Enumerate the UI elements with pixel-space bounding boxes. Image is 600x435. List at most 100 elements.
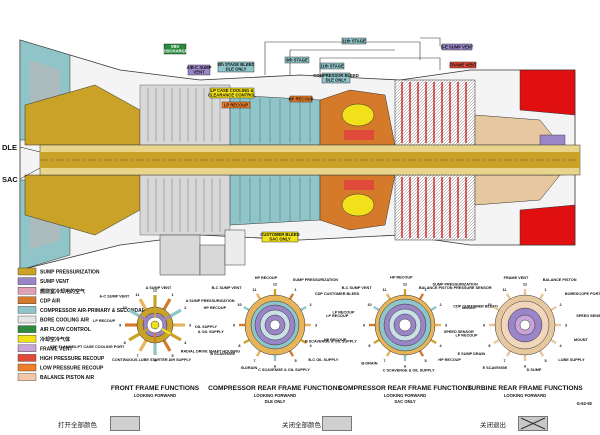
- frame-clock-number: 9: [363, 324, 365, 328]
- frame-clock-number: 5: [294, 359, 296, 363]
- callout-frame-vent: FRAME VENT: [449, 61, 477, 69]
- frame-function-label: B-DRAIN: [361, 362, 377, 366]
- frame-strut: [169, 332, 182, 342]
- frame-clock-number: 2: [559, 303, 561, 307]
- frame-clock-number: 3: [189, 324, 191, 328]
- legend-item: 冷却空冷气体: [17, 335, 71, 343]
- frame-clock-number: 4: [184, 341, 187, 345]
- frame-function-label: E SUMP DRAIN: [458, 352, 486, 356]
- frame-clock-number: 10: [487, 303, 491, 307]
- frame-subtitle: LOOKING FORWARD: [384, 393, 426, 398]
- callout-de-sump-vent-text: D-E SUMP VENT: [441, 45, 474, 50]
- figure-id: G-62-92: [577, 401, 593, 406]
- frame-function-label: OIL SUPPLY: [195, 325, 218, 329]
- frame-clock-number: 11: [382, 288, 386, 292]
- legend-swatch: [17, 344, 37, 352]
- legend-swatch: [17, 325, 37, 333]
- frame-clock-number: 9: [119, 324, 121, 328]
- open-all-colors-button[interactable]: [110, 416, 140, 431]
- legend-item: COMPRESSOR AIR-PRIMARY & SECONDARY: [17, 306, 149, 314]
- frame-strut: [373, 305, 380, 312]
- frame-clock-number: 6: [274, 365, 276, 369]
- close-all-colors-button[interactable]: [322, 416, 352, 431]
- legend-swatch: [17, 363, 37, 372]
- callout-8th-stage-text: 8th STAGE: [286, 58, 308, 63]
- frame-ring: [269, 319, 281, 331]
- frame-clock-number: 6: [154, 359, 156, 363]
- frame-function-label: B SCAVENGE & OIL SUPPLY: [305, 340, 357, 344]
- frame-clock-number: 3: [315, 324, 317, 328]
- frame-subtitle: LOOKING FORWARD: [134, 393, 176, 398]
- frame-strut: [418, 350, 425, 357]
- frame-clock-number: 3: [565, 324, 567, 328]
- frame-clock-number: 10: [367, 303, 371, 307]
- frame-function-label: C SCAVENGE & OIL SUPPLY: [258, 368, 310, 372]
- callout-hp-recoup: HP RECOUP: [289, 95, 314, 103]
- frame-strut: [385, 350, 392, 357]
- frame-clock-number: 8: [238, 344, 240, 348]
- frame-strut: [550, 305, 557, 312]
- frame-title: COMPRESSOR REAR FRAME FUNCTIONS: [338, 385, 472, 392]
- frame-strut: [385, 293, 392, 300]
- frame-clock-number: 11: [135, 293, 139, 297]
- legend-swatch: [17, 277, 37, 285]
- frame-function-label: CDP CUSTOMER BLEED: [315, 292, 360, 296]
- frame-strut: [300, 338, 307, 345]
- frame-function-label: A SUMP PRESSURIZATION: [186, 299, 235, 303]
- legend-item: FRAME VENT: [17, 344, 73, 352]
- frame-title: FRONT FRAME FUNCTIONS: [111, 385, 200, 392]
- frame-title: COMPRESSOR REAR FRAME FUNCTIONS: [208, 385, 342, 392]
- frame-title: TURBINE REAR FRAME FUNCTIONS: [467, 385, 583, 392]
- legend-item: LOW PRESSURE RECOUP: [17, 363, 104, 372]
- frame-function-label: HP RECOUP: [438, 358, 461, 362]
- frame-strut: [255, 293, 262, 300]
- frame-strut: [538, 293, 545, 300]
- frame-function-label: D SUMP: [527, 368, 542, 372]
- frame-strut: [505, 350, 512, 357]
- frame-clock-number: 1: [424, 288, 426, 292]
- frame-function-label: FRAME VENT: [504, 276, 529, 280]
- frame-strut: [493, 338, 500, 345]
- frame-spoke: [138, 315, 149, 322]
- frame-clock-number: 12: [403, 283, 407, 287]
- frame-strut: [493, 305, 500, 312]
- frame-clock-number: 7: [383, 359, 385, 363]
- callout-de-sump-vent: D-E SUMP VENT: [441, 43, 474, 51]
- frame-clock-number: 5: [544, 359, 546, 363]
- frame-spoke: [138, 328, 149, 335]
- frame-clock-number: 7: [136, 354, 138, 358]
- frame-function-label: LP RECOUP: [326, 314, 349, 318]
- callout-11th-stage-top-text: 11th STAGE: [342, 39, 366, 44]
- frame-function-label: BORESCOPE PORT: [565, 292, 600, 296]
- frame-strut: [538, 350, 545, 357]
- frame-function-label: HP RECOUP: [204, 306, 227, 310]
- legend-label: FRAME VENT: [40, 346, 73, 352]
- legend-label: SUMP VENT: [40, 279, 69, 285]
- frame-function-label: SPEED SENSOR: [444, 330, 474, 334]
- frame-function-label: A-C SUMP VENT: [99, 294, 130, 298]
- frame-function-label: CONTINUOUS LUBE STARTER AIR SUPPLY: [112, 358, 191, 362]
- frame-strut: [138, 339, 148, 352]
- callout-lp-case-cooling: LP CASE COOLING &CLEARANCE CONTROL: [208, 87, 257, 99]
- frame-strut: [430, 305, 437, 312]
- frame-clock-number: 11: [502, 288, 506, 292]
- frame-clock-number: 7: [253, 359, 255, 363]
- frame-clock-number: 11: [252, 288, 256, 292]
- frame-strut: [162, 339, 172, 352]
- frame-clock-number: 1: [294, 288, 296, 292]
- frame-clock-number: 12: [273, 283, 277, 287]
- frame-function-label: LP RECOUP: [332, 311, 355, 315]
- frame-clock-number: 3: [445, 324, 447, 328]
- frame-clock-number: 4: [559, 344, 562, 348]
- close-all-colors-label: 关闭全部颜色: [282, 421, 321, 429]
- legend-swatch: [17, 287, 37, 295]
- legend-swatch: [17, 315, 37, 324]
- close-exit-button[interactable]: [518, 416, 548, 431]
